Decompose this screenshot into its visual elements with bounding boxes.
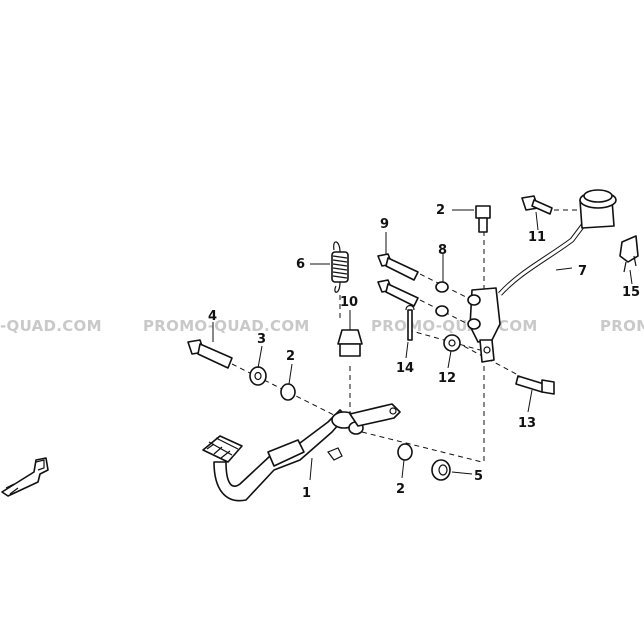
callout-7: 7 xyxy=(578,264,587,279)
brake-pedal-part-1 xyxy=(202,403,401,502)
callout-12: 12 xyxy=(438,371,456,386)
bolt-part-13 xyxy=(515,375,555,395)
bushing-part-5 xyxy=(431,459,451,481)
brake-hose-part-7 xyxy=(498,222,586,296)
washer-part-3 xyxy=(249,366,267,386)
washer-part-2-a xyxy=(280,383,296,401)
bolt-part-2-c xyxy=(475,205,491,233)
watermark-text-4: PROMO- xyxy=(600,317,644,335)
front-direction-arrow-icon xyxy=(1,457,49,497)
callout-4: 4 xyxy=(208,309,217,324)
return-spring-part-6 xyxy=(331,241,349,293)
switch-part-15 xyxy=(619,235,639,273)
callout-15: 15 xyxy=(622,285,640,300)
watermark-text-1: -QUAD.COM xyxy=(0,317,102,335)
callout-9: 9 xyxy=(380,217,389,232)
watermark-text-3: PROMO-QUAD.COM xyxy=(371,317,538,335)
callout-11: 11 xyxy=(528,230,546,245)
pivot-bolt-part-4 xyxy=(187,339,233,369)
washer-part-2-b xyxy=(397,443,413,461)
callout-14: 14 xyxy=(396,361,414,376)
callout-1: 1 xyxy=(302,486,311,501)
washer-part-12 xyxy=(443,334,461,352)
master-cylinder-body xyxy=(467,287,501,363)
washer-part-8 xyxy=(435,281,449,317)
callout-8: 8 xyxy=(438,243,447,258)
callout-2-a: 2 xyxy=(286,349,295,364)
callouts: 1 2 2 2 3 4 5 6 7 8 9 10 11 12 13 14 15 xyxy=(208,203,640,501)
callout-10: 10 xyxy=(340,295,358,310)
reservoir-part-11 xyxy=(521,189,617,229)
watermark-text-2: PROMO-QUAD.COM xyxy=(143,317,310,335)
cotter-pin-part-14 xyxy=(405,304,415,341)
watermark: -QUAD.COM PROMO-QUAD.COM PROMO-QUAD.COM … xyxy=(0,317,644,335)
callout-5: 5 xyxy=(474,469,483,484)
callout-2-c: 2 xyxy=(436,203,445,218)
callout-3: 3 xyxy=(257,332,266,347)
callout-2-b: 2 xyxy=(396,482,405,497)
callout-6: 6 xyxy=(296,257,305,272)
leader-lines xyxy=(212,209,633,481)
callout-13: 13 xyxy=(518,416,536,431)
grommet-part-10 xyxy=(337,329,363,357)
bolts-part-9 xyxy=(377,253,419,307)
